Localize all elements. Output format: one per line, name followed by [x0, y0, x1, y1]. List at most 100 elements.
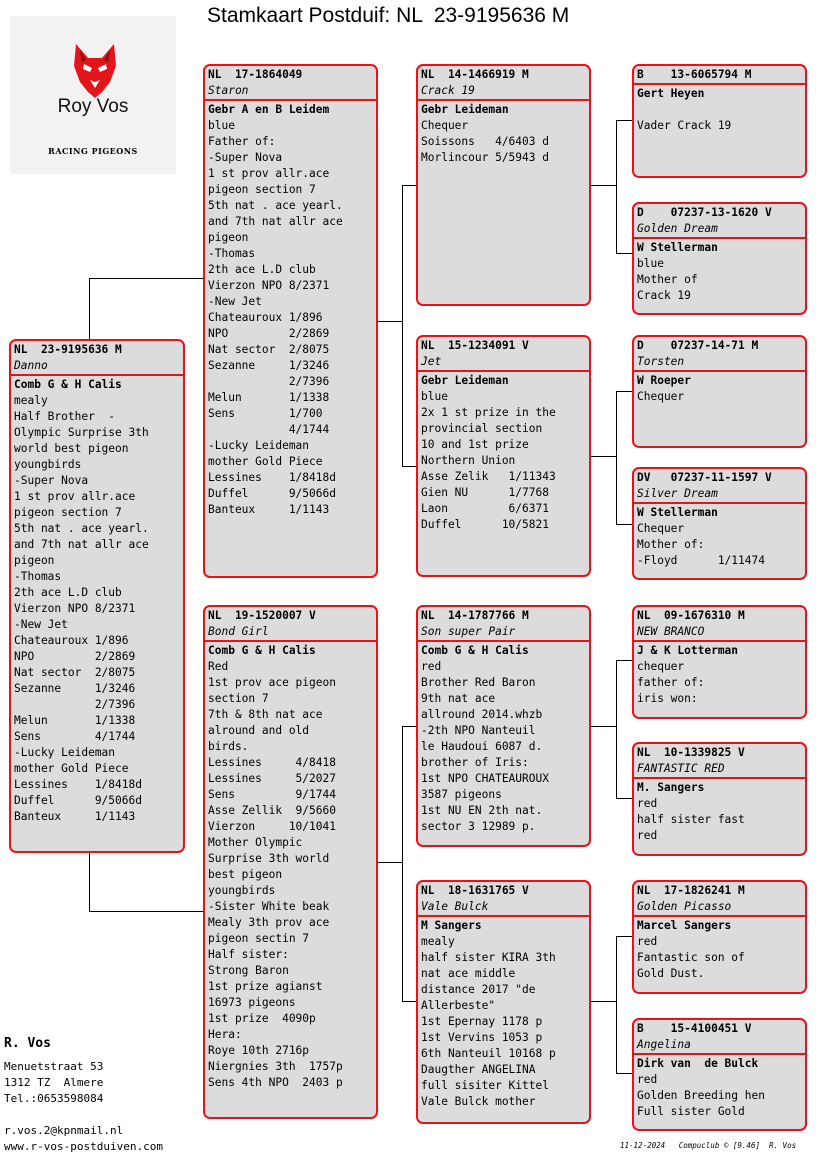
- connector: [616, 120, 617, 254]
- owner-name: Marcel Sangers: [637, 919, 732, 932]
- owner-name: M Sangers: [421, 919, 482, 932]
- owner-address: Menuetstraat 53 1312 TZ Almere Tel.:0653…: [4, 1060, 104, 1105]
- owner-name: Gert Heyen: [637, 87, 705, 100]
- connector: [616, 936, 632, 937]
- card-details: Chequer Mother of: -Floyd 1/11474: [637, 522, 765, 567]
- connector: [89, 911, 204, 912]
- connector: [89, 850, 90, 912]
- pigeon-name: Torsten: [637, 355, 685, 368]
- card-details: red half sister fast red: [637, 797, 745, 842]
- connector: [616, 660, 617, 799]
- connector: [590, 456, 616, 457]
- pigeon-name: Crack 19: [421, 84, 475, 97]
- connector: [402, 726, 416, 727]
- pigeon-name: NEW BRANCO: [637, 625, 705, 638]
- ring-number: B 13-6065794 M: [634, 66, 805, 85]
- owner-name: W Stellerman: [637, 506, 718, 519]
- owner-name: M. Sangers: [637, 781, 705, 794]
- connector: [616, 391, 632, 392]
- card-details: blue Father of: -Super Nova 1 st prov al…: [208, 119, 343, 516]
- connector: [376, 862, 402, 863]
- connector: [616, 936, 617, 1074]
- pigeon-name: Angelina: [637, 1038, 691, 1051]
- card-details: Red 1st prov ace pigeon section 7 7th & …: [208, 660, 343, 1089]
- print-stamp: 11-12-2024 Compuclub © [9.46] R. Vos: [620, 1141, 797, 1150]
- owner-name: Comb G & H Calis: [14, 378, 122, 391]
- connector: [616, 391, 617, 525]
- card-details: mealy half sister KIRA 3th nat ace middl…: [421, 935, 556, 1108]
- owner-name-footer: R. Vos: [4, 1036, 51, 1051]
- card-details: red Brother Red Baron 9th nat ace allrou…: [421, 660, 549, 833]
- connector: [89, 278, 90, 341]
- owner-contact: r.vos.2@kpnmail.nl www.r-vos-postduiven.…: [4, 1124, 163, 1153]
- pigeon-name: FANTASTIC RED: [637, 762, 725, 775]
- owner-name: Gebr Leideman: [421, 103, 509, 116]
- connector: [616, 1073, 632, 1074]
- pigeon-name: Danno: [14, 359, 48, 372]
- connector: [590, 1001, 616, 1002]
- owner-name: J & K Lotterman: [637, 644, 739, 657]
- page-title: Stamkaart Postduif: NL 23-9195636 M: [207, 4, 570, 27]
- logo: Roy Vos RACING PIGEONS: [10, 16, 176, 174]
- logo-subtitle: RACING PIGEONS: [48, 146, 138, 156]
- connector: [616, 660, 632, 661]
- card-details: blue 2x 1 st prize in the provincial sec…: [421, 390, 556, 531]
- owner-name: W Roeper: [637, 374, 691, 387]
- card-details: Vader Crack 19: [637, 119, 732, 132]
- card-details: blue Mother of Crack 19: [637, 257, 698, 302]
- connector: [402, 185, 416, 186]
- pigeon-name: Vale Bulck: [421, 900, 489, 913]
- card-details: red Golden Breeding hen Full sister Gold: [637, 1073, 765, 1118]
- owner-name: Dirk van de Bulck: [637, 1057, 759, 1070]
- owner-name: Comb G & H Calis: [421, 644, 529, 657]
- card-details: Chequer: [637, 390, 685, 403]
- connector: [616, 120, 632, 121]
- owner-name: Gebr A en B Leidem: [208, 103, 330, 116]
- connector: [616, 524, 632, 525]
- connector: [376, 321, 402, 322]
- connector: [590, 185, 616, 186]
- pigeon-name: Staron: [208, 84, 249, 97]
- pigeon-name: Golden Picasso: [637, 900, 732, 913]
- connector: [89, 278, 204, 279]
- connector: [402, 466, 416, 467]
- connector: [616, 253, 632, 254]
- pigeon-name: Silver Dream: [637, 487, 718, 500]
- connector: [590, 726, 616, 727]
- connector: [402, 726, 403, 1002]
- logo-name: Roy Vos: [57, 96, 129, 117]
- owner-name: Gebr Leideman: [421, 374, 509, 387]
- pedigree-card-ggp-1[interactable]: B 13-6065794 M Gert Heyen Vader Crack 19: [632, 64, 807, 178]
- connector: [402, 1001, 416, 1002]
- owner-name: Comb G & H Calis: [208, 644, 316, 657]
- owner-name: W Stellerman: [637, 241, 718, 254]
- card-details: mealy Half Brother - Olympic Surprise 3t…: [14, 394, 149, 823]
